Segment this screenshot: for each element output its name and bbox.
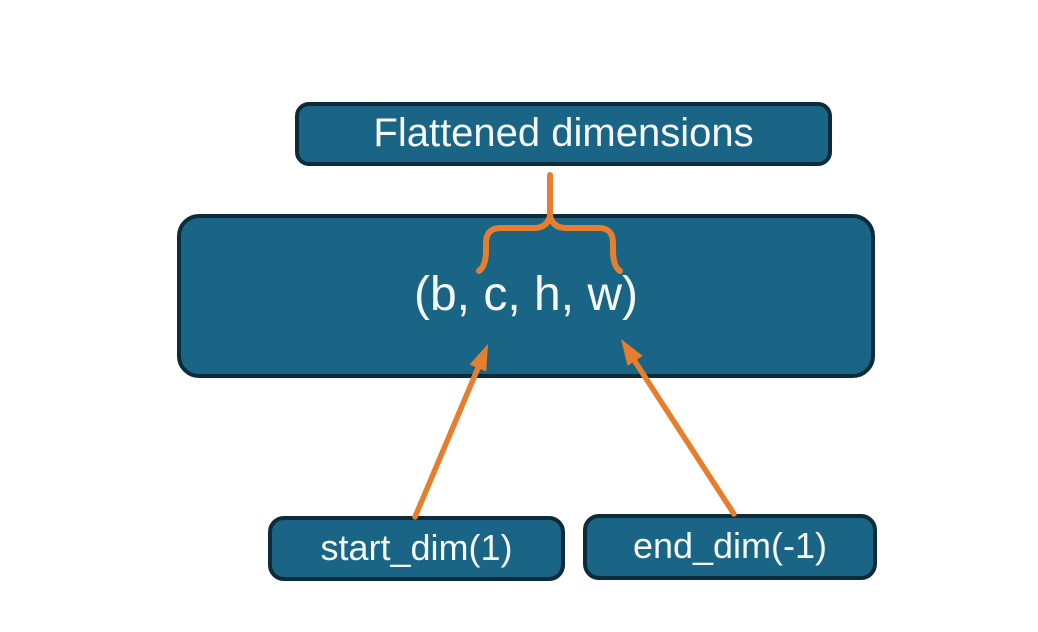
tensor-shape-box: (b, c, h, w) (177, 214, 875, 378)
end-dim-label: end_dim(-1) (632, 525, 828, 566)
tensor-shape-label: (b, c, h, w) (413, 268, 639, 321)
end-dim-box: end_dim(-1) (583, 514, 877, 580)
flattened-dimensions-box: Flattened dimensions (295, 102, 832, 166)
start-dim-label: start_dim(1) (320, 526, 513, 568)
start-dim-box: start_dim(1) (268, 516, 565, 581)
flattened-dimensions-label: Flattened dimensions (373, 111, 754, 155)
